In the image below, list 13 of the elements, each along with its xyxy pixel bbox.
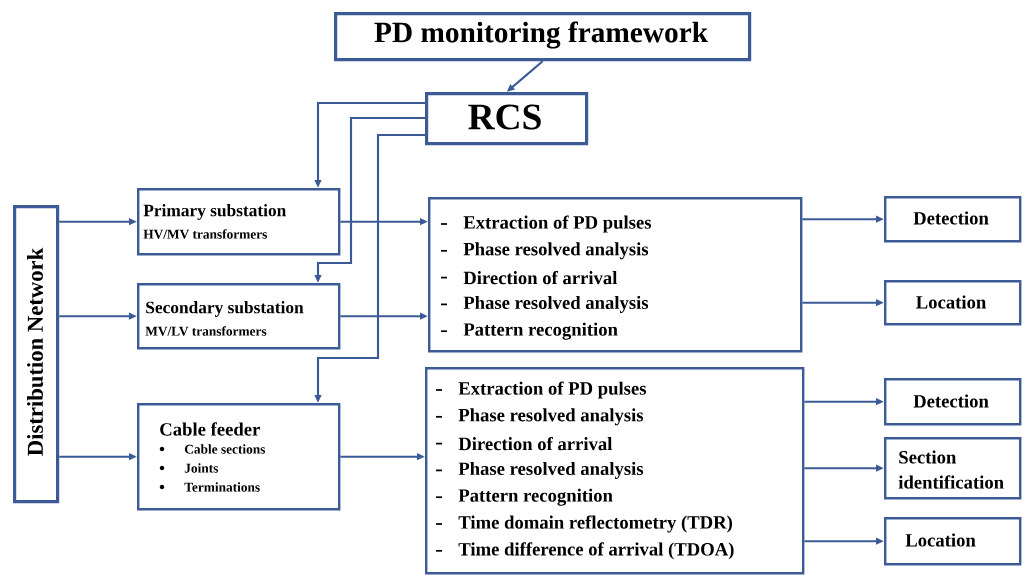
process-box: Primary substation HV/MV transformers [137, 188, 341, 256]
process-box: Secondary substation MV/LV transformers [137, 283, 341, 350]
result-box: Location [884, 280, 1022, 326]
rcs-box: RCS [425, 92, 589, 146]
result-box: Section identification [884, 437, 1022, 500]
result-box: Detection [884, 196, 1022, 243]
result-box: Location [884, 517, 1022, 566]
title-box: PD monitoring framework [334, 12, 752, 62]
network-box: Distribution Network [13, 205, 60, 504]
list-box: Extraction of PD pulses Phase resolved analysis Direction of arrival Phase resolved analysis Pattern recognition Time domain reflectometry (TDR) Time difference of arrival (TDOA) [425, 367, 805, 575]
list-box: Extraction of PD pulses Phase resolved analysis Direction of arrival Phase resolved analysis Pattern recognition [428, 197, 803, 353]
process-box: Cable feeder Cable sections Joints Terminations [137, 403, 341, 511]
result-box: Detection [884, 378, 1022, 426]
